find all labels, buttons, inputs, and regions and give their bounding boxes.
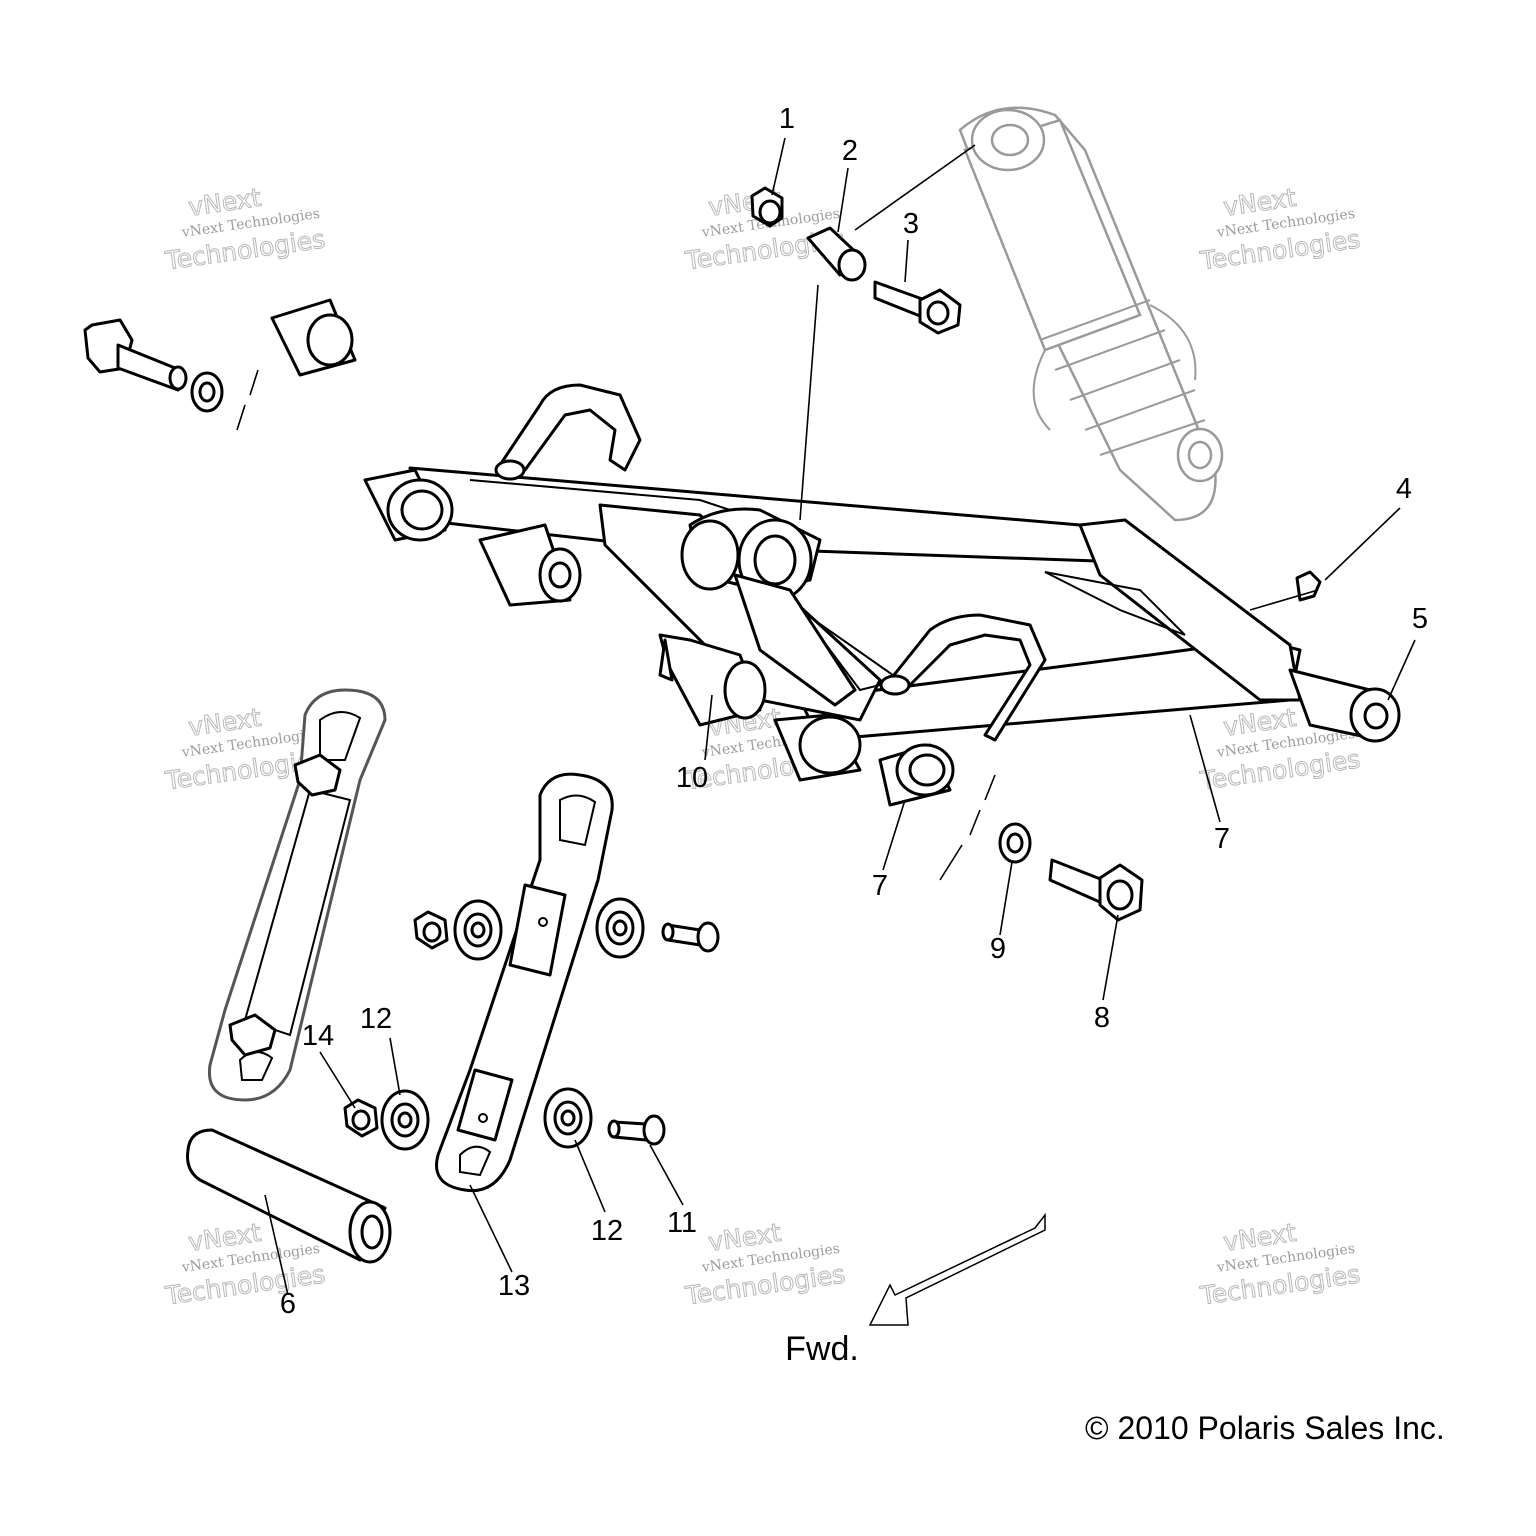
washer-9 xyxy=(998,822,1032,864)
callout-1: 1 xyxy=(779,103,795,135)
callout-12-lower: 12 xyxy=(591,1215,623,1247)
callout-6: 6 xyxy=(280,1288,296,1320)
callout-12-upper: 12 xyxy=(360,1003,392,1035)
bolt-11-upper xyxy=(661,921,720,953)
nut-14-lower xyxy=(343,1098,379,1138)
forward-label: Fwd. xyxy=(785,1330,859,1368)
washer-12-lower-right xyxy=(543,1087,593,1149)
leader-lines xyxy=(264,137,1416,1296)
callout-2: 2 xyxy=(842,135,858,167)
grease-fitting-4 xyxy=(1295,570,1322,602)
callout-4: 4 xyxy=(1396,473,1412,505)
washer-12-upper-left xyxy=(453,899,503,961)
flanged-bushing xyxy=(478,523,582,607)
washer-12-lower-left xyxy=(380,1089,430,1151)
bolt-8 xyxy=(1048,858,1144,922)
callout-13: 13 xyxy=(498,1270,530,1302)
callout-9: 9 xyxy=(990,933,1006,965)
bolt-3 xyxy=(873,280,962,335)
nut-14-upper xyxy=(413,910,449,950)
callouts: 1 2 3 4 5 6 7 7 8 9 10 11 12 12 13 14 Fw… xyxy=(280,103,1428,1368)
callout-7-rear: 7 xyxy=(1214,823,1230,855)
break-line-left xyxy=(236,369,259,431)
bolt-11-lower xyxy=(607,1114,666,1146)
bushing-lower-front xyxy=(878,743,955,807)
watermarks: vNext vNext Technologies Technologies vN… xyxy=(162,182,1362,1311)
forward-arrow xyxy=(868,1212,1046,1326)
watermark: vNext vNext Technologies Technologies xyxy=(682,1217,847,1311)
callout-10: 10 xyxy=(676,762,708,794)
swing-arm xyxy=(408,383,1302,742)
bushing-5-right xyxy=(1288,668,1401,743)
tube-6 xyxy=(186,1128,392,1264)
callout-8: 8 xyxy=(1094,1002,1110,1034)
bushing-lower-mid xyxy=(773,713,862,782)
callout-5: 5 xyxy=(1412,603,1428,635)
washer-left xyxy=(190,371,224,413)
pivot-bolt-left xyxy=(83,318,188,392)
watermark: vNext vNext Technologies Technologies xyxy=(1197,1217,1362,1311)
callout-14: 14 xyxy=(302,1020,334,1052)
link-13 xyxy=(435,772,614,1193)
watermark: vNext vNext Technologies Technologies xyxy=(162,182,327,276)
break-line-right xyxy=(939,774,996,881)
bushing-upper-left xyxy=(363,468,454,542)
washer-12-upper-right xyxy=(595,897,645,959)
callout-3: 3 xyxy=(903,208,919,240)
link-left xyxy=(207,688,387,1102)
shock-absorber xyxy=(958,106,1224,522)
bushing-left-spacer xyxy=(270,298,357,377)
flanged-bushing-10 xyxy=(658,633,767,727)
spacer-2 xyxy=(806,226,867,282)
callout-11: 11 xyxy=(667,1207,697,1239)
watermark: vNext vNext Technologies Technologies xyxy=(1197,182,1362,276)
copyright-notice: © 2010 Polaris Sales Inc. xyxy=(1085,1410,1445,1446)
callout-7-front: 7 xyxy=(872,870,888,902)
nut-1 xyxy=(750,186,784,228)
